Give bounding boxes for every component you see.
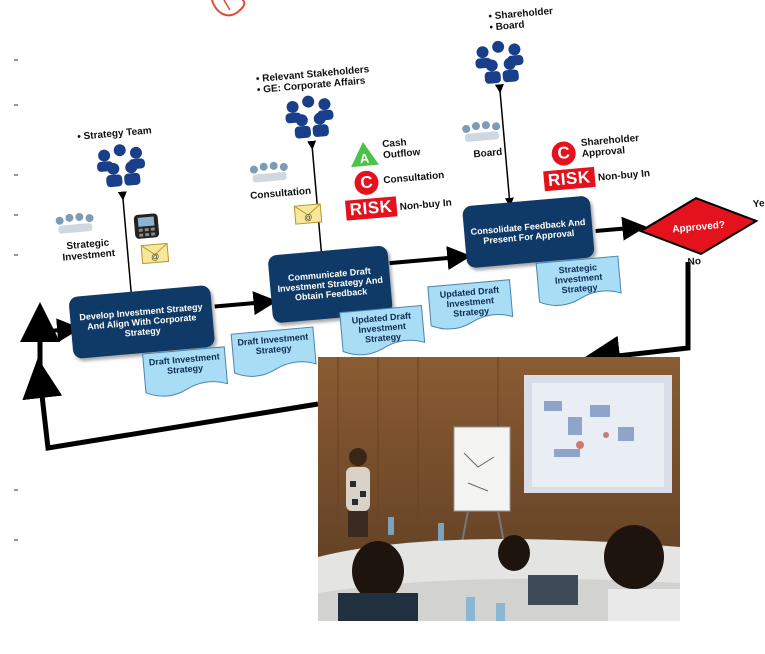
strategy-team-people-icon: [97, 144, 146, 188]
svg-text:@: @: [304, 213, 313, 223]
decision-yes-label: Yes: [752, 197, 765, 211]
svg-text:@: @: [151, 252, 160, 262]
stakeholders-people-icon: [285, 95, 334, 139]
document-draft-2: Draft Investment Strategy: [230, 326, 318, 379]
decision-diamond: Approved?: [638, 197, 759, 256]
document-strategic: Strategic Investment Strategy: [535, 255, 623, 308]
mobile-phone-icon: [133, 213, 160, 239]
left-margin-ticks: [14, 59, 18, 541]
process-consolidate-feedback: Consolidate Feedback And Present For App…: [461, 195, 595, 269]
meeting-table-icon: [462, 121, 501, 142]
document-draft-1: Draft Investment Strategy: [141, 346, 229, 399]
amber-triangle-icon: A: [351, 141, 379, 168]
slide-canvas: @ @ Strategy Team Relevant Stakeholders …: [0, 0, 765, 621]
meeting-table-icon: [249, 161, 288, 183]
svg-text:Approved?: Approved?: [672, 220, 726, 236]
document-updated-1: Updated Draft Investment Strategy: [339, 304, 427, 357]
meeting-table-icon: [55, 212, 94, 234]
classroom-photo: [318, 357, 680, 621]
pen-scribble: [211, 0, 246, 17]
cash-outflow-label: Cash Outflow: [381, 137, 421, 162]
svg-text:A: A: [359, 150, 370, 166]
document-updated-2: Updated Draft Investment Strategy: [427, 279, 515, 332]
shareholder-people-icon: [475, 40, 524, 84]
email-envelope-icon: @: [140, 242, 170, 265]
email-envelope-icon: @: [293, 203, 323, 225]
decision-no-label: No: [687, 255, 702, 269]
